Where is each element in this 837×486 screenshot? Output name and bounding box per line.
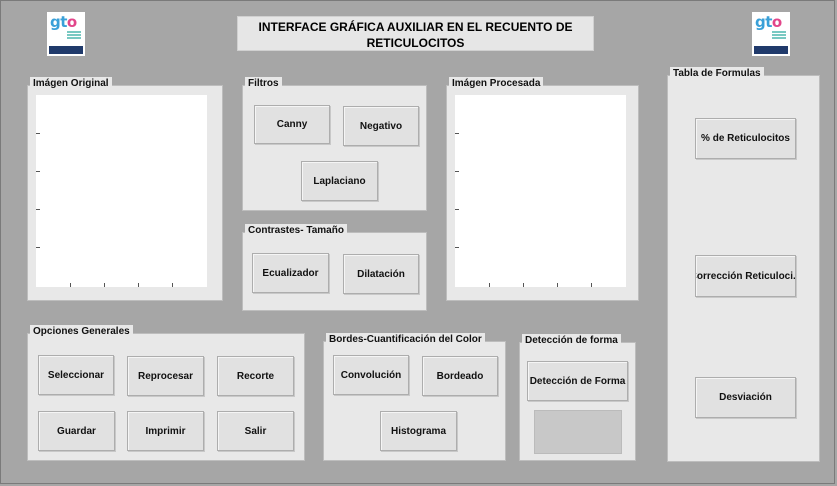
panel-contrastes-title: Contrastes- Tamaño [245, 224, 347, 238]
panel-bordes-color-title: Bordes-Cuantificación del Color [326, 333, 485, 347]
desviacion-button[interactable]: Desviación [695, 377, 796, 418]
bordeado-button[interactable]: Bordeado [422, 356, 498, 396]
title-line-1: INTERFACE GRÁFICA AUXILIAR EN EL RECUENT… [258, 20, 573, 34]
ecualizador-button[interactable]: Ecualizador [252, 253, 329, 293]
panel-contrastes: Contrastes- Tamaño Ecualizador Dilatació… [242, 224, 427, 311]
pct-reticulocitos-button[interactable]: % de Reticulocitos [695, 118, 796, 159]
canny-button[interactable]: Canny [254, 105, 330, 144]
deteccion-forma-button[interactable]: Detección de Forma [527, 361, 628, 401]
logo-right: gto [752, 12, 790, 56]
panel-processed-image: Imágen Procesada [446, 77, 639, 301]
logo-left: gto [47, 12, 85, 56]
logo-decoration [67, 31, 81, 41]
correccion-reticulocitos-button[interactable]: Corrección Reticuloci... [695, 255, 796, 297]
logo-bar [754, 46, 788, 54]
original-image-axes[interactable] [36, 95, 207, 287]
logo-bar [49, 46, 83, 54]
panel-filtros-title: Filtros [245, 77, 282, 91]
negativo-button[interactable]: Negativo [343, 106, 419, 146]
panel-bordes-color: Bordes-Cuantificación del Color Convoluc… [323, 333, 506, 461]
panel-tabla-formulas: Tabla de Formulas % de Reticulocitos Cor… [667, 67, 820, 462]
logo-text: gto [755, 13, 782, 31]
histograma-button[interactable]: Histograma [380, 411, 457, 451]
app-title: INTERFACE GRÁFICA AUXILIAR EN EL RECUENT… [237, 16, 594, 51]
recorte-button[interactable]: Recorte [217, 356, 294, 396]
logo-text: gto [50, 13, 77, 31]
shape-result-box [534, 410, 622, 454]
panel-original-image-title: Imágen Original [30, 77, 112, 91]
salir-button[interactable]: Salir [217, 411, 294, 451]
dilatacion-button[interactable]: Dilatación [343, 254, 419, 294]
reprocesar-button[interactable]: Reprocesar [127, 356, 204, 396]
guardar-button[interactable]: Guardar [38, 411, 115, 451]
panel-deteccion-forma: Detección de forma Detección de Forma [519, 334, 636, 461]
convolucion-button[interactable]: Convolución [333, 355, 409, 395]
panel-opciones-generales-title: Opciones Generales [30, 325, 133, 339]
seleccionar-button[interactable]: Seleccionar [38, 355, 114, 395]
panel-tabla-formulas-title: Tabla de Formulas [670, 67, 764, 81]
processed-image-axes[interactable] [455, 95, 626, 287]
panel-filtros: Filtros Canny Negativo Laplaciano [242, 77, 427, 211]
panel-opciones-generales: Opciones Generales Seleccionar Reprocesa… [27, 325, 305, 461]
imprimir-button[interactable]: Imprimir [127, 411, 204, 451]
panel-original-image: Imágen Original [27, 77, 223, 301]
laplaciano-button[interactable]: Laplaciano [301, 161, 378, 201]
logo-decoration [772, 31, 786, 41]
panel-deteccion-forma-title: Detección de forma [522, 334, 621, 348]
panel-processed-image-title: Imágen Procesada [449, 77, 544, 91]
title-line-2: RETICULOCITOS [366, 36, 465, 50]
